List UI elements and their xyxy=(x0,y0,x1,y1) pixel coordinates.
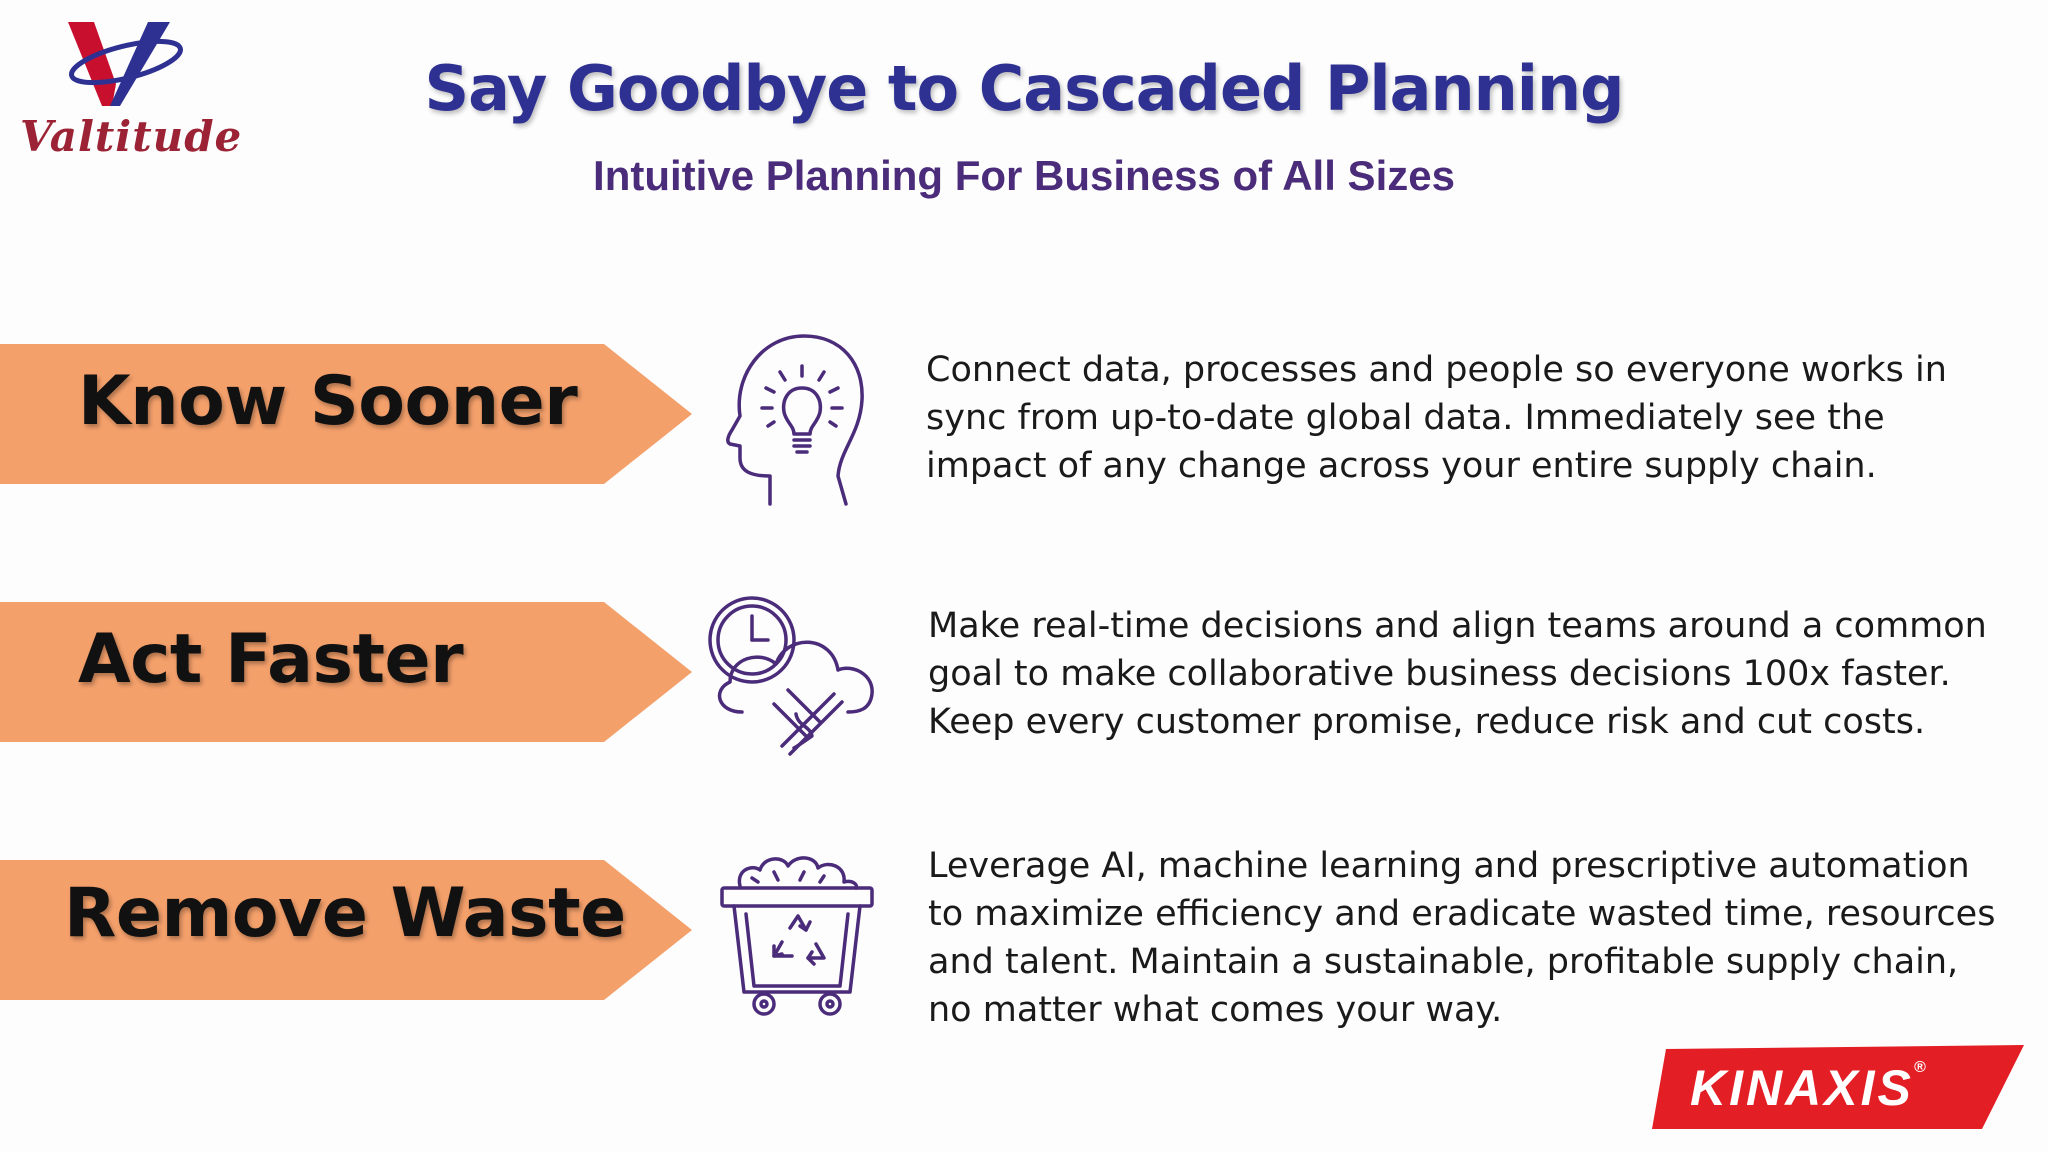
description-line: Leverage AI, machine learning and prescr… xyxy=(928,846,1970,886)
description-line: Make real-time decisions and align teams… xyxy=(928,606,1987,646)
valtitude-wordmark: Valtitude xyxy=(20,112,243,161)
feature-arrow-banner: Know Sooner xyxy=(0,344,692,484)
page-title: Say Goodbye to Cascaded Planning xyxy=(424,52,1624,125)
description-line: Keep every customer promise, reduce risk… xyxy=(928,702,1926,742)
page-subtitle: Intuitive Planning For Business of All S… xyxy=(593,152,1455,199)
feature-row-remove-waste: Remove Waste Leverage AI, machine learni… xyxy=(0,846,2048,1060)
clock-cloud-hourglass-icon xyxy=(702,594,882,768)
kinaxis-badge-icon xyxy=(1652,1045,2024,1129)
feature-description: Leverage AI, machine learning and prescr… xyxy=(928,842,2028,1034)
description-line: goal to make collaborative business deci… xyxy=(928,654,1951,694)
feature-row-act-faster: Act Faster Make real-time decisions and … xyxy=(0,596,2048,802)
description-line: and talent. Maintain a sustainable, prof… xyxy=(928,942,1959,982)
kinaxis-wordmark: KINAXIS® xyxy=(1690,1059,1929,1117)
feature-label: Remove Waste xyxy=(64,874,626,953)
kinaxis-logo: KINAXIS® xyxy=(1652,1045,2024,1129)
description-line: to maximize efficiency and eradicate was… xyxy=(928,894,1996,934)
description-line: sync from up-to-date global data. Immedi… xyxy=(926,398,1885,438)
feature-label: Act Faster xyxy=(78,620,464,699)
description-line: Connect data, processes and people so ev… xyxy=(926,350,1947,390)
feature-arrow-banner: Act Faster xyxy=(0,602,692,742)
head-lightbulb-icon xyxy=(712,326,872,510)
feature-arrow-banner: Remove Waste xyxy=(0,860,692,1000)
feature-label: Know Sooner xyxy=(78,362,578,441)
description-line: impact of any change across your entire … xyxy=(926,446,1877,486)
description-line: no matter what comes your way. xyxy=(928,990,1503,1030)
feature-row-know-sooner: Know Sooner Connect data, processes and … xyxy=(0,334,2048,544)
feature-description: Make real-time decisions and align teams… xyxy=(928,602,2028,746)
valtitude-v-mark-icon xyxy=(68,22,183,106)
recycle-bin-icon xyxy=(712,842,882,1026)
valtitude-logo: Valtitude xyxy=(14,14,241,174)
kinaxis-word: KINAXIS xyxy=(1690,1060,1914,1116)
kinaxis-registered-mark: ® xyxy=(1913,1059,1929,1076)
feature-description: Connect data, processes and people so ev… xyxy=(926,346,2026,490)
